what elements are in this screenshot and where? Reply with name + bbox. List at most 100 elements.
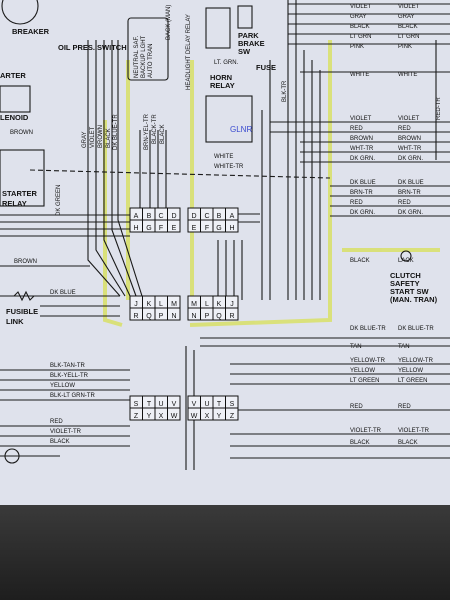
pin: H: [229, 225, 234, 232]
wire-label-gray: GRAY: [82, 131, 88, 148]
wire-label-right-15: LACK: [398, 258, 414, 264]
wire-label-left-12: BRN-TR: [350, 190, 373, 196]
wire-label-right-0: VIOLET: [398, 4, 420, 10]
pin: V: [192, 401, 197, 408]
wiring-diagram-paper: [0, 0, 450, 525]
wire-label-right-5: WHITE: [398, 72, 417, 78]
wire-label-left-6: VIOLET: [350, 116, 372, 122]
wire-label-left-18: YELLOW-TR: [350, 358, 386, 364]
pin: P: [159, 313, 164, 320]
wire-label-right-2: BLACK: [398, 24, 418, 30]
connector-c4: M L K J N P Q R: [187, 295, 239, 321]
park-brake-label-2: BRAKE: [238, 39, 265, 48]
wire-label-brown: BROWN: [98, 125, 104, 148]
wire-label-left-23: BLACK: [350, 440, 370, 446]
wire-label-right-20: LT GREEN: [398, 378, 427, 384]
wire-label-right-14: DK GRN.: [398, 210, 423, 216]
pin: D: [191, 213, 196, 220]
wire-label-left-8: BROWN: [350, 136, 373, 142]
pin: E: [172, 225, 177, 232]
wire-label-violet-tr: VIOLET-TR: [50, 429, 82, 435]
wire-label-dk-green: DK GREEN: [56, 185, 62, 216]
wire-label-right-4: PINK: [398, 44, 412, 50]
wire-label-violet: VIOLET: [90, 126, 96, 148]
clutch-label-4: (MAN. TRAN): [390, 295, 438, 304]
pin: F: [205, 225, 209, 232]
wire-label-blk-lt-grn-tr: BLK-LT GRN-TR: [50, 393, 95, 399]
fusible-link-label-2: LINK: [6, 317, 24, 326]
pin: G: [216, 225, 221, 232]
wire-label-black-left: BLACK: [50, 439, 70, 445]
wire-label-yellow: YELLOW: [50, 383, 75, 389]
wire-label-black-tr: BLACK-TR: [152, 114, 158, 144]
wire-label-left-15: BLACK: [350, 258, 370, 264]
wire-label-right-13: RED: [398, 200, 411, 206]
wire-label-left-10: DK GRN.: [350, 156, 375, 162]
pin: F: [159, 225, 163, 232]
component-labels: BREAKER OIL PRES. SWITCH ARTER LENOID BR…: [0, 5, 442, 445]
wire-label-right-8: BROWN: [398, 136, 421, 142]
pin: J: [230, 301, 234, 308]
starter-relay-label-1: STARTER: [2, 189, 37, 198]
pin: S: [134, 401, 139, 408]
wire-label-left-20: LT GREEN: [350, 378, 379, 384]
wire-label-red-tr: RED-TR: [436, 97, 442, 120]
wire-label-right-3: LT GRN: [398, 34, 419, 40]
breaker-label: BREAKER: [12, 27, 50, 36]
wire-label-left-16: DK BLUE-TR: [350, 326, 386, 332]
wire-label-white: WHITE: [214, 154, 233, 160]
pin: B: [217, 213, 222, 220]
pin: N: [171, 313, 176, 320]
park-brake-label-3: SW: [238, 47, 251, 56]
wire-label-left-17: TAN: [350, 344, 362, 350]
wire-label-left-2: BLACK: [350, 24, 370, 30]
wire-label-left-11: DK BLUE: [350, 180, 376, 186]
background-shadow: [0, 505, 450, 600]
horn-relay-label-1: HORN: [210, 73, 232, 82]
wire-label-black-2: BLACK: [160, 124, 166, 144]
pin: R: [229, 313, 234, 320]
wire-label-blk-tr: BLK-TR: [282, 80, 288, 102]
wire-label-brn-yel-tr: BRN-YEL-TR: [144, 113, 150, 150]
backup-light-label: BACKUP LGHT: [141, 35, 147, 78]
pin: X: [205, 413, 210, 420]
connector-c2: D C B A E F G H: [187, 207, 239, 233]
pin: B: [147, 213, 152, 220]
wire-label-dk-blue-tr: DK BLUE-TR: [113, 114, 119, 150]
auto-tran-label: AUTO TRAN: [148, 44, 154, 78]
pin: Z: [134, 413, 139, 420]
oil-pres-switch-label: OIL PRES. SWITCH: [58, 43, 127, 52]
pin: K: [217, 301, 222, 308]
pin: Z: [230, 413, 235, 420]
connector-c5: S T U V Z Y X W: [129, 395, 181, 421]
horn-relay-label-2: RELAY: [210, 81, 235, 90]
pin: G: [146, 225, 151, 232]
wire-label-left-7: RED: [350, 126, 363, 132]
starter-solenoid-label-2: LENOID: [0, 113, 29, 122]
pin: T: [217, 401, 222, 408]
wire-label-brown-left: BROWN: [14, 259, 37, 265]
wire-label-left-13: RED: [350, 200, 363, 206]
wire-label-dk-blue-left: DK BLUE: [50, 290, 76, 296]
connector-c3: J K L M R Q P N: [129, 295, 181, 321]
wire-label-white-tr: WHITE-TR: [214, 164, 244, 170]
back-man-label: BACK (MAN): [166, 5, 172, 40]
wire-label-left-21: RED: [350, 404, 363, 410]
wire-label-red: RED: [50, 419, 63, 425]
starter-solenoid-label-1: ARTER: [0, 71, 26, 80]
pin: Y: [217, 413, 222, 420]
pin: Y: [147, 413, 152, 420]
wire-label-right-7: RED: [398, 126, 411, 132]
wire-label-right-6: VIOLET: [398, 116, 420, 122]
pin: L: [159, 301, 163, 308]
handwritten-note: GLNR: [230, 125, 252, 134]
fusible-link-label-1: FUSIBLE: [6, 307, 38, 316]
wire-label-right-11: DK BLUE: [398, 180, 424, 186]
highlight-traces: [103, 40, 440, 327]
connector-c1: A B C D H G F E: [129, 207, 181, 233]
pin: P: [205, 313, 210, 320]
wire-label-right-1: GRAY: [398, 14, 415, 20]
pin: M: [191, 301, 197, 308]
pin: M: [171, 301, 177, 308]
